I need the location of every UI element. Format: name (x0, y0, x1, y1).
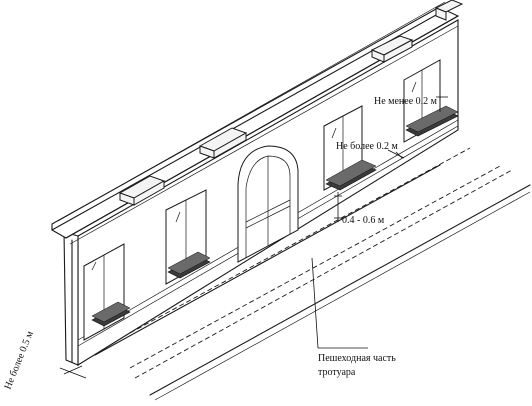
label-sidewalk-line1: Пешеходная часть (318, 353, 396, 364)
sidewalk-lines (94, 147, 531, 401)
label-max-gap: Не более 0.2 м (336, 141, 398, 152)
label-height-range: 0.4 - 0.6 м (342, 215, 385, 226)
dimension-lines (59, 92, 448, 379)
planter-boxes (91, 105, 459, 327)
parapet-caps (118, 0, 464, 206)
label-min-gap: Не менее 0.2 м (374, 96, 438, 107)
arched-door (237, 145, 299, 263)
label-sidewalk-line2: тротуара (318, 367, 356, 378)
label-edge-gap: Не более 0.5 м (3, 329, 37, 391)
